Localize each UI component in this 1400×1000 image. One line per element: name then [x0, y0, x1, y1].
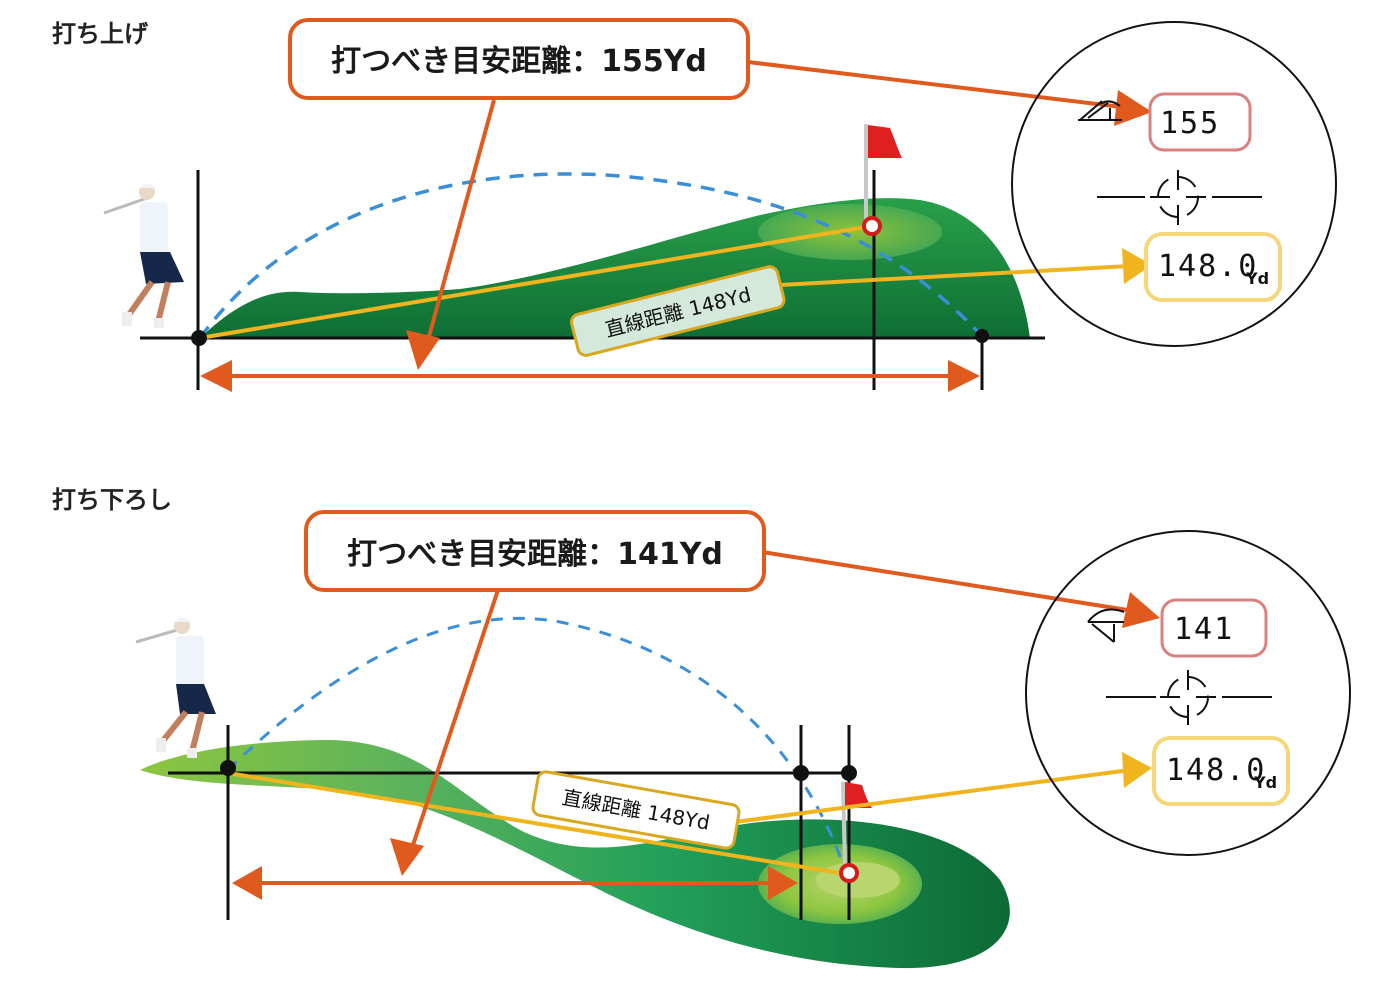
uphill-straight-label-box — [570, 265, 786, 357]
downhill-slope-icon — [1087, 608, 1125, 643]
downhill-pointer-arrow-icon — [390, 838, 424, 876]
uphill-section: 打ち上げ 打つべき目安距離：155Yd — [52, 18, 1337, 392]
downhill-line-distance-box — [1152, 736, 1290, 806]
downhill-callout-text: 打つべき目安距離：141Yd — [347, 537, 723, 572]
uphill-rangefinder-arrow-icon — [1114, 90, 1152, 126]
downhill-adjusted-distance-value: 141 — [1174, 612, 1234, 647]
downhill-rangefinder-pointer — [761, 550, 1141, 614]
uphill-adjusted-distance-box — [1148, 92, 1252, 152]
downhill-line-arrow-icon — [1122, 752, 1152, 788]
uphill-callout-box — [288, 18, 750, 100]
downhill-callout-box — [304, 510, 766, 592]
uphill-line-arrow-icon — [1122, 248, 1152, 284]
uphill-adjusted-distance-value: 155 — [1160, 106, 1220, 141]
downhill-green-center — [816, 862, 900, 898]
downhill-viewfinder-circle — [1025, 530, 1351, 856]
uphill-rangefinder-pointer — [747, 60, 1131, 110]
downhill-reticle-icon — [1106, 670, 1272, 725]
uphill-callout-pointer — [426, 99, 496, 341]
downhill-tee-point — [220, 760, 236, 776]
uphill-pin-marker — [862, 216, 882, 236]
uphill-line-distance-unit: Yd — [1245, 269, 1269, 288]
uphill-arrow-right-icon — [948, 360, 980, 392]
downhill-arrow-left-icon — [232, 866, 262, 900]
downhill-pin-level-point — [841, 765, 857, 781]
downhill-flag-icon — [845, 782, 872, 808]
downhill-flag-pole — [841, 781, 847, 869]
downhill-arrow-right-icon — [768, 866, 798, 900]
uphill-tee-point — [191, 330, 207, 346]
downhill-landing-point — [793, 765, 809, 781]
downhill-pin-marker — [839, 863, 859, 883]
downhill-line-distance-value: 148.0 — [1166, 753, 1266, 788]
downhill-ball-flight — [226, 616, 847, 871]
uphill-callout-text: 打つべき目安距離：155Yd — [331, 44, 707, 79]
downhill-section: 打ち下ろし 打つべき目安距離：1 — [52, 486, 1351, 969]
downhill-straight-label: 直線距離 148Yd — [531, 770, 741, 850]
uphill-ball-flight — [198, 172, 984, 340]
downhill-line-distance-unit: Yd — [1253, 773, 1277, 792]
uphill-line-distance-box — [1144, 232, 1282, 302]
downhill-title: 打ち下ろし — [52, 486, 172, 514]
uphill-landing-point — [975, 329, 989, 343]
uphill-straight-line — [199, 224, 873, 340]
uphill-slope-icon — [1078, 100, 1122, 121]
downhill-line-pointer — [734, 768, 1131, 824]
uphill-line-pointer — [779, 264, 1131, 287]
uphill-pointer-arrow-icon — [406, 330, 440, 370]
uphill-viewfinder-circle — [1011, 21, 1337, 347]
uphill-golfer-figure — [103, 184, 184, 328]
uphill-reticle-icon — [1097, 170, 1262, 225]
downhill-rangefinder-arrow-icon — [1122, 592, 1160, 628]
uphill-flag-icon — [868, 125, 902, 158]
uphill-straight-label: 直線距離 148Yd — [570, 265, 786, 357]
uphill-line-distance-value: 148.0 — [1158, 249, 1258, 284]
downhill-straight-label-box — [531, 770, 741, 850]
uphill-rangefinder-view: 155 148.0 Yd — [1011, 21, 1337, 347]
uphill-putting-green — [758, 204, 942, 260]
downhill-rangefinder-view: 141 148.0 Yd — [1025, 530, 1351, 856]
uphill-arrow-left-icon — [200, 360, 232, 392]
downhill-callout-pointer — [410, 589, 500, 849]
downhill-golfer-figure — [135, 618, 216, 758]
downhill-adjusted-distance-box — [1160, 598, 1268, 658]
downhill-straight-line — [227, 771, 847, 876]
uphill-title: 打ち上げ — [52, 20, 149, 48]
